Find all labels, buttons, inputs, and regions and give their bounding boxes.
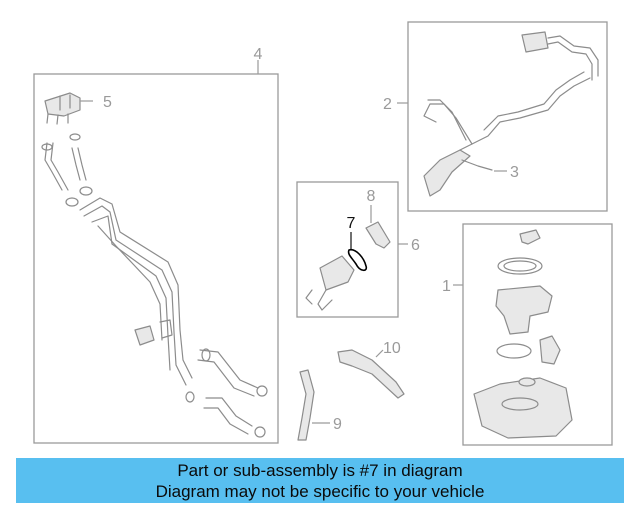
pipe-bundle-d [97,225,163,341]
pump-module [495,285,553,335]
hose-upper-left-b [50,142,69,191]
callout-5: 5 [103,94,112,111]
callout-4: 4 [254,46,263,63]
clamp-b [69,133,81,141]
clamp-c [65,197,79,207]
fuel-pump-assembly [473,229,573,439]
callout-3: 3 [510,164,519,181]
callout-9: 9 [333,416,342,433]
tank-cap [518,377,536,387]
pump-fitting [519,229,541,245]
clamp-a [41,143,53,151]
pipe-bundle-a [79,197,193,379]
pipe-bundle-b [83,205,187,386]
callout-10: 10 [383,340,401,357]
hose-part-9 [297,369,315,441]
clamp-e [201,348,211,362]
pipe-clip [134,325,155,346]
lock-ring [497,257,543,275]
harness-connector [521,31,549,53]
banner-line-part-number: Part or sub-assembly is #7 in diagram [177,461,463,480]
banner-line-disclaimer: Diagram may not be specific to your vehi… [155,482,485,501]
group-box-2 [407,21,608,212]
clamp-d [79,186,93,196]
lower-hose-a [197,349,259,397]
harness-clip-3 [461,159,493,171]
clamp-f [185,391,195,403]
harness-bracket [423,149,471,197]
fuel-line-assembly [41,92,268,438]
hose-mid [71,147,87,181]
callout-7: 7 [347,215,356,232]
o-ring-part-7 [347,248,368,272]
callout-2: 2 [383,96,392,113]
clip-part-8 [365,221,391,249]
valve-body [319,255,355,291]
pressure-sensor-part [44,92,81,125]
lower-hose-b [203,397,253,435]
hose-upper-left [44,142,63,191]
leader-10 [375,349,384,358]
pump-sender [539,335,561,365]
group-box-6 [296,181,399,318]
pump-seal [496,343,532,359]
group-box-1 [462,223,613,446]
harness-main [459,77,591,151]
vent-valve-assembly [305,221,391,311]
wiring-harness-assembly [423,31,599,197]
clamp-h [254,426,266,438]
fuel-tank [473,377,573,439]
callout-6: 6 [411,237,420,254]
tube-part-10 [337,349,405,399]
group-box-4 [33,73,279,444]
info-banner: Part or sub-assembly is #7 in diagram Di… [16,458,624,503]
callout-8: 8 [367,188,376,205]
clamp-g [256,385,268,397]
callout-1: 1 [442,278,451,295]
